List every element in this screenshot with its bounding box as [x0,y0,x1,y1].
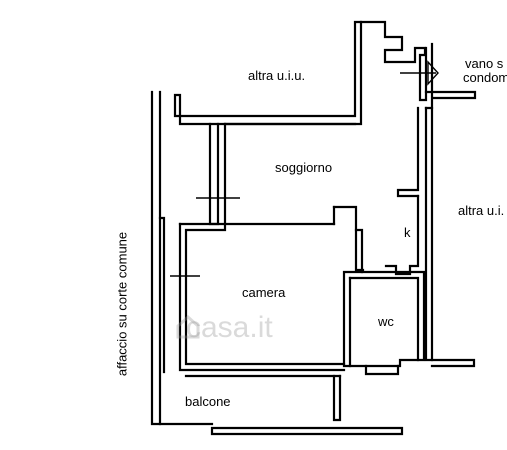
wall-wc-inner [348,276,420,362]
wall-top-neighbor [173,20,363,126]
label-stair-line1: vano s [465,56,504,71]
door-symbol-stair [427,60,439,86]
wall-camera-right [354,228,364,274]
wall-stair-core [359,20,477,110]
label-room-kitchen: k [404,225,411,240]
wall-living-right [396,106,420,198]
wall-corridor [332,205,365,272]
wall-west-upper [208,122,220,226]
label-neighbor-top: altra u.i.u. [248,68,306,83]
label-neighbor-right: altra u.i. [458,203,505,218]
wall-west [150,90,162,426]
label-stair-line2: condom [463,70,507,85]
wall-kitchen [384,194,420,276]
label-room-balcone: balcone [185,394,231,409]
label-room-wc: wc [378,314,394,329]
wall-balcony-right [332,374,342,422]
label-room-camera: camera [242,285,286,300]
casa-logo-icon [176,314,200,339]
wall-wc [342,270,426,368]
wall-west-inner [158,216,166,374]
wall-right-bottom [430,358,476,368]
label-room-soggiorno: soggiorno [275,160,333,175]
wall-balcony-rail [210,426,404,436]
wall-right-long [424,106,434,362]
wall-camera-bottom [178,222,346,372]
wall-right-bottom-stub [364,364,400,376]
watermark-logo: casa.it [186,311,273,344]
label-side-affaccio: affaccio su corte comune [114,231,130,377]
